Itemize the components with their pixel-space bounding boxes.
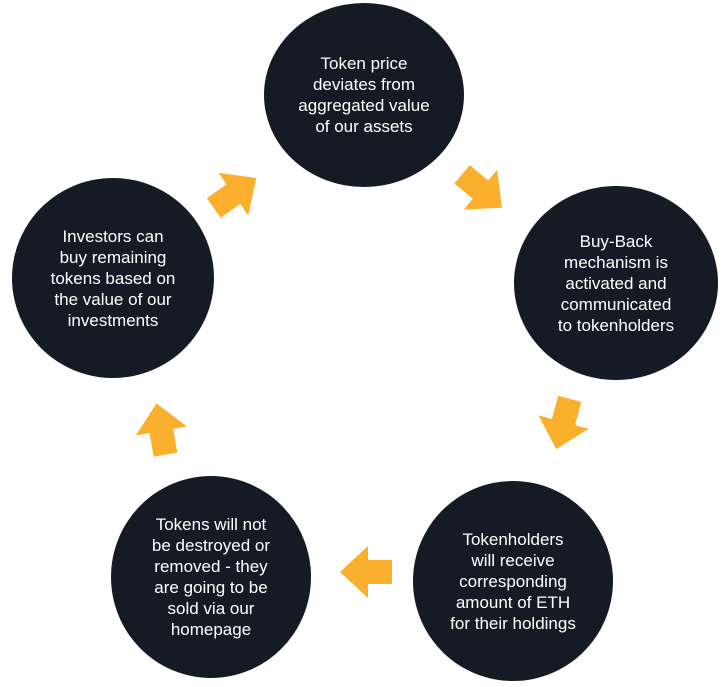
node-label: Tokens will not be destroyed or removed … [151, 515, 271, 639]
node-tokens-sold: Tokens will not be destroyed or removed … [111, 476, 311, 678]
node-label: Tokenholders will receive corresponding … [450, 529, 576, 633]
node-token-price: Token price deviates from aggregated val… [264, 3, 464, 187]
node-label: Buy-Back mechanism is activated and comm… [557, 231, 675, 335]
node-buy-back: Buy-Back mechanism is activated and comm… [514, 186, 718, 380]
block-arrow-icon [529, 390, 598, 459]
node-label: Token price deviates from aggregated val… [298, 54, 430, 136]
block-arrow-icon [338, 544, 394, 600]
block-arrow-icon [443, 152, 522, 231]
block-arrow-icon [129, 397, 194, 462]
node-investors-buy: Investors can buy remaining tokens based… [12, 178, 214, 378]
node-label: Investors can buy remaining tokens based… [50, 226, 176, 330]
block-arrow-icon [196, 154, 274, 232]
node-receive-eth: Tokenholders will receive corresponding … [413, 481, 613, 681]
